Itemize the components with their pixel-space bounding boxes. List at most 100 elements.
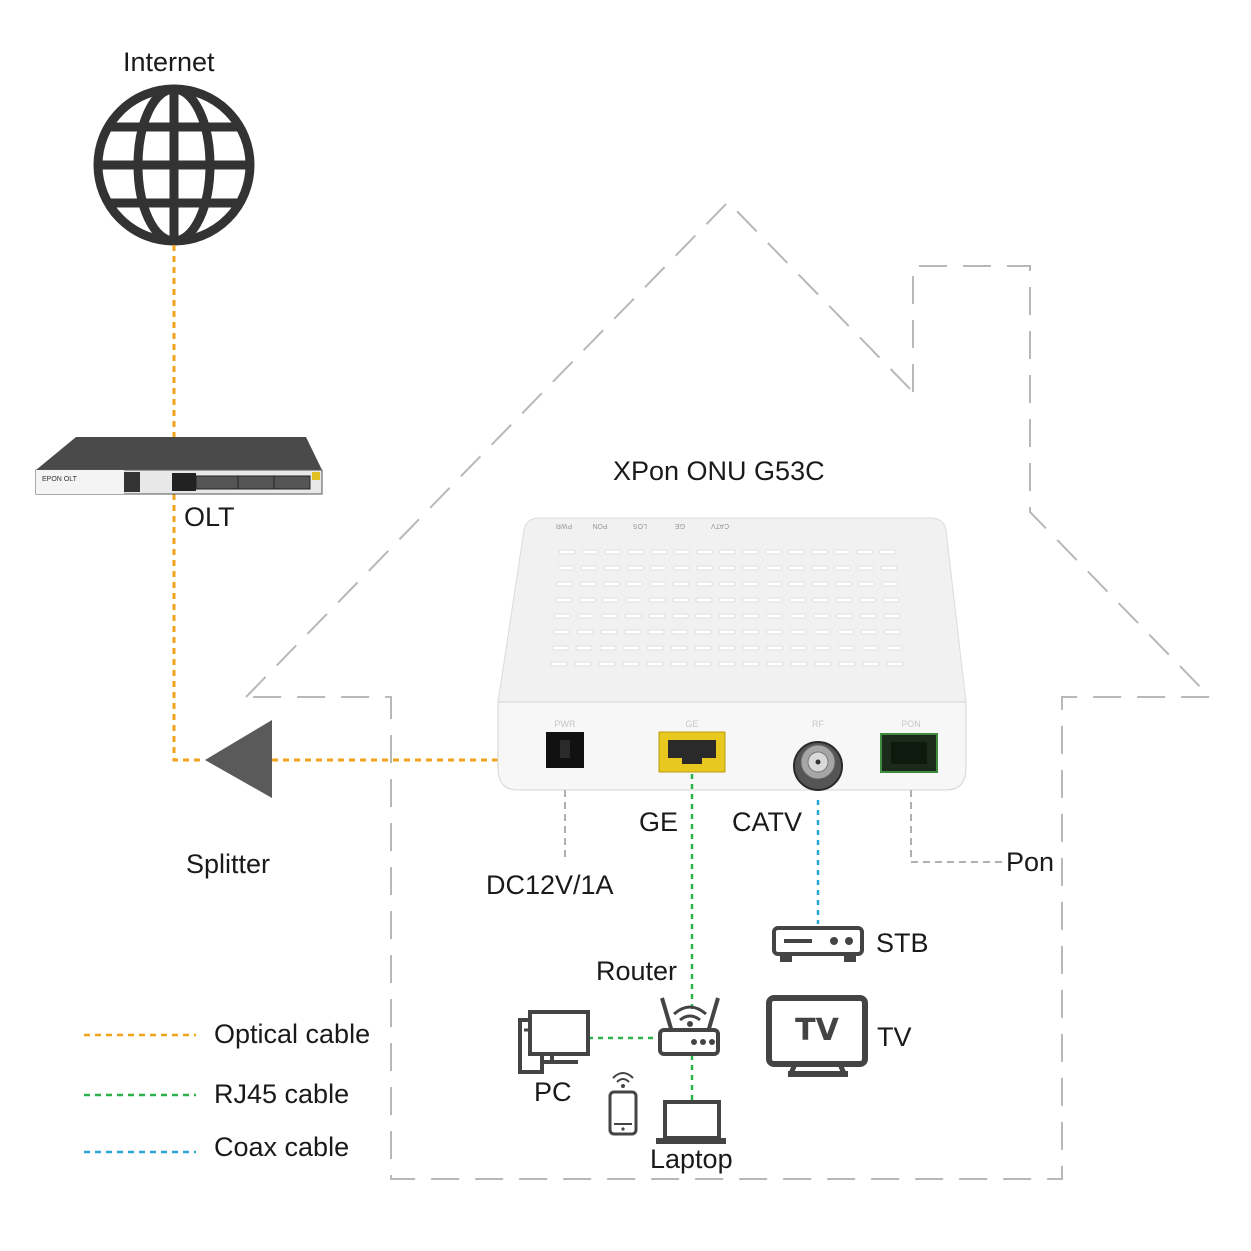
onu-vent-slot [886, 661, 904, 667]
label-laptop: Laptop [650, 1144, 733, 1174]
onu-vent-slot [550, 661, 568, 667]
onu-top-label: PON [592, 522, 607, 529]
onu-vent-slot [648, 613, 666, 619]
onu-vent-slot [650, 565, 667, 571]
onu-vent-slot [578, 597, 596, 603]
onu-vent-slot [553, 629, 570, 635]
onu-port-label: RF [812, 719, 824, 729]
onu-vent-slot [862, 661, 880, 667]
onu-vent-slot [718, 629, 736, 635]
onu-vent-slot [813, 629, 831, 635]
legend-lines [84, 1033, 196, 1154]
onu-vent-slot [856, 549, 874, 555]
pon-line [910, 790, 1004, 863]
onu-vent-slot [837, 629, 854, 635]
onu-vent-slot [718, 597, 736, 603]
label-ge: GE [639, 807, 679, 837]
onu-vent-slot [835, 581, 852, 587]
onu-vent-slot [858, 581, 875, 587]
onu-vent-slot [598, 661, 616, 667]
label-pon: Pon [1006, 847, 1055, 877]
onu-vent-slot [648, 597, 666, 603]
onu-vent-slot [694, 645, 712, 651]
onu-vent-slot [833, 549, 851, 555]
onu-top-label: CATV [711, 522, 729, 529]
onu-vent-slot [603, 565, 621, 571]
onu-vent-slot [857, 565, 875, 571]
onu-vent-slot [695, 581, 713, 587]
onu-vent-slot [811, 565, 828, 571]
onu-vent-slot [647, 629, 665, 635]
onu-vent-slot [790, 661, 808, 667]
onu-vent-slot [860, 613, 877, 619]
label-splitter: Splitter [186, 849, 271, 879]
onu-vent-slot [673, 549, 691, 555]
label-olt: OLT [184, 502, 235, 532]
onu-vent-slot [624, 629, 641, 635]
onu-vent-slot [766, 645, 784, 651]
onu-vent-slot [695, 629, 712, 635]
onu-vent-slot [625, 597, 643, 603]
onu-vent-slot [672, 581, 690, 587]
onu-vent-slot [574, 661, 592, 667]
label-power: DC12V/1A [486, 870, 614, 900]
onu-vent-slot [670, 661, 688, 667]
onu-vent-slot [789, 613, 807, 619]
onu-vent-slot [789, 597, 806, 603]
onu-vent-slot [765, 565, 782, 571]
onu-vent-slot [557, 565, 575, 571]
onu-vent-slot [837, 645, 855, 651]
onu-vent-slot [881, 581, 899, 587]
onu-vent-slot [559, 549, 576, 555]
onu-vent-slot [718, 661, 736, 667]
onu-vent-slot [671, 629, 689, 635]
onu-vent-slot [719, 565, 736, 571]
rj45-cable [588, 774, 694, 1100]
onu-vent-slot [624, 613, 642, 619]
onu-vent-slot [577, 613, 595, 619]
pc-icon [518, 1010, 590, 1074]
onu-vent-slot [555, 597, 573, 603]
onu-vent-slot [811, 581, 829, 587]
onu-vent-grid [550, 549, 904, 667]
onu-vent-slot [694, 661, 712, 667]
onu-vent-slot [599, 645, 617, 651]
onu-vent-slot [788, 581, 806, 587]
onu-port-label: PWR [555, 719, 576, 729]
onu-vent-slot [788, 565, 805, 571]
onu-vent-slot [742, 661, 760, 667]
onu-vent-slot [812, 597, 830, 603]
onu-vent-slot [626, 581, 643, 587]
onu-vent-slot [626, 565, 644, 571]
legend-label-rj45: RJ45 cable [214, 1079, 350, 1109]
onu-vent-slot [766, 661, 784, 667]
onu-vent-slot [718, 645, 736, 651]
optical-cable [172, 245, 500, 762]
onu-vent-slot [696, 565, 713, 571]
onu-vent-slot [695, 597, 713, 603]
onu-vent-slot [742, 565, 759, 571]
onu-vent-slot [861, 645, 879, 651]
onu-vent-slot [879, 549, 897, 555]
onu-vent-slot [622, 661, 640, 667]
onu-vent-slot [883, 613, 901, 619]
onu-vent-slot [835, 597, 853, 603]
onu-vent-slot [671, 613, 689, 619]
legend-label-coax: Coax cable [214, 1132, 350, 1162]
onu-vent-slot [764, 549, 782, 555]
label-pc: PC [534, 1077, 572, 1107]
onu-vent-slot [880, 565, 898, 571]
onu-vent-slot [766, 629, 783, 635]
onu-vent-slot [882, 597, 900, 603]
onu-vent-slot [627, 549, 645, 555]
onu-vent-slot [885, 645, 903, 651]
label-catv: CATV [732, 807, 803, 837]
onu-vent-slot [742, 549, 759, 555]
onu-vent-slot [646, 661, 664, 667]
onu-vent-slot [576, 629, 594, 635]
onu-vent-slot [812, 613, 830, 619]
onu-vent-slot [742, 645, 760, 651]
onu-vent-slot [604, 549, 622, 555]
